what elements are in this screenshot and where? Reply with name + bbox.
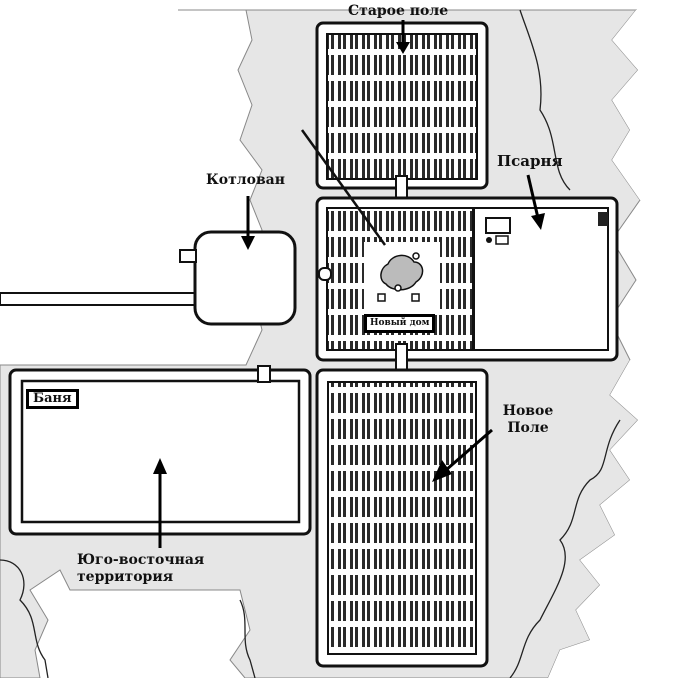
new-field-crops [327, 381, 477, 655]
label-new-field-line2: Поле [507, 420, 549, 436]
right-clearing-lower [548, 360, 700, 678]
new-house-pond [380, 254, 424, 291]
arrow-kennel [526, 174, 545, 230]
label-se-territory: Юго-восточная территория [77, 552, 204, 586]
pit-connector [179, 249, 197, 263]
diagonal-line [300, 129, 387, 246]
kennel-screen [485, 217, 511, 234]
road [0, 292, 206, 306]
arrow-se-territory [153, 458, 167, 548]
tree-line-right-lower [509, 419, 621, 678]
house-marker [412, 252, 420, 260]
label-se-territory-line1: Юго-восточная [77, 552, 205, 568]
label-new-house: Новый дом [364, 314, 436, 333]
kennel-gate [598, 212, 608, 226]
tree-line-left-lower [0, 559, 49, 678]
arrow-new-field [432, 428, 493, 482]
tree-line-bottom [239, 599, 256, 678]
pit [193, 230, 297, 326]
connector-top [395, 175, 408, 199]
tree-line-right [519, 9, 571, 191]
kennel-box [495, 235, 509, 245]
house-block-left [377, 293, 386, 302]
old-field-crops [326, 33, 478, 180]
arrow-pit [241, 196, 255, 250]
label-new-field-line1: Новое [502, 403, 554, 419]
house-block-right [411, 293, 420, 302]
label-se-territory-line2: территория [77, 569, 174, 585]
label-kennel: Псарня [497, 152, 563, 170]
label-old-field: Старое поле [348, 3, 449, 19]
house-ring [394, 284, 402, 292]
label-new-field: Новое Поле [496, 403, 560, 437]
bathhouse-gate [257, 365, 271, 383]
left-gate [318, 267, 332, 281]
label-bathhouse: Баня [26, 389, 79, 409]
arrow-old-field [396, 20, 410, 54]
label-pit: Котлован [206, 172, 286, 188]
right-clearing [548, 10, 700, 200]
kennel-dot [486, 237, 492, 243]
